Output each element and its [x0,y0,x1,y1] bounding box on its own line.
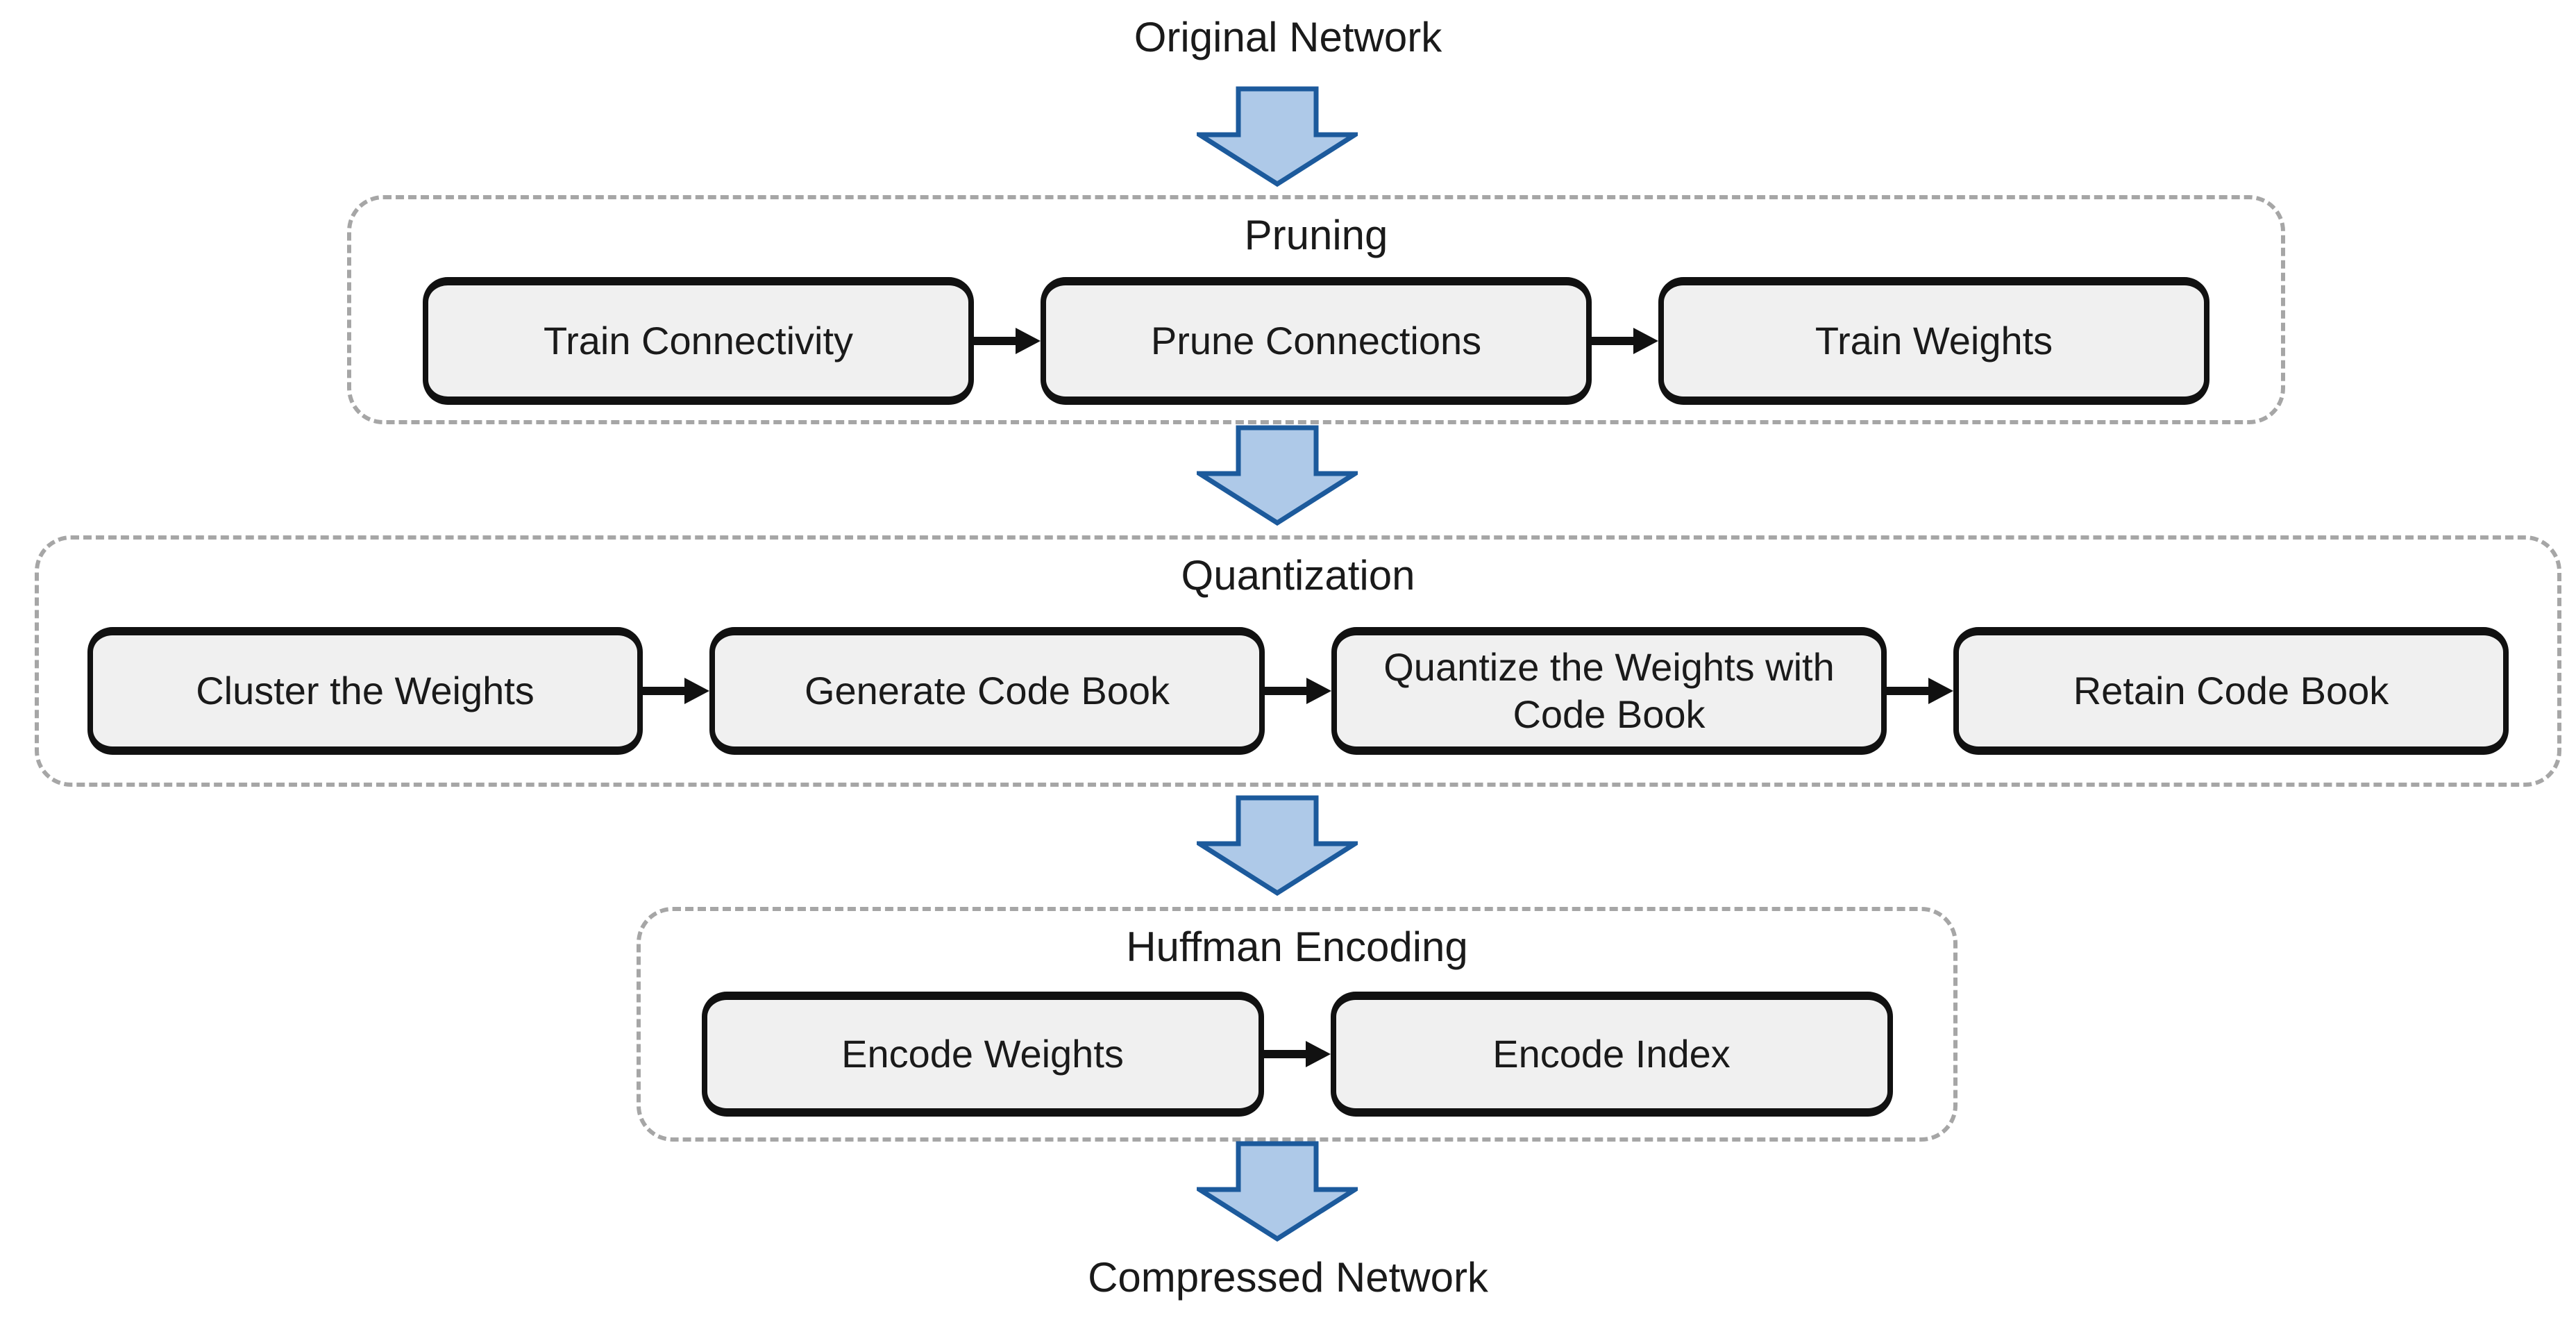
huffman-encoding-section: Huffman Encoding Encode Weights Encode I… [637,907,1958,1142]
pruning-section: Pruning Train Connectivity Prune Connect… [347,195,2285,424]
node-encode-weights: Encode Weights [701,992,1264,1117]
flow-arrow-icon [1592,328,1658,354]
node-quantize-the-weights-with-code-book: Quantize the Weights with Code Book [1331,627,1887,755]
pruning-section-title: Pruning [1244,212,1388,258]
pruning-steps-row: Train Connectivity Prune Connections Tra… [423,277,2209,405]
flow-arrow-icon [643,678,709,704]
down-arrow-icon [1197,86,1358,187]
node-train-connectivity: Train Connectivity [423,277,974,405]
down-arrow-icon [1197,425,1358,526]
down-arrow-icon [1197,795,1358,896]
node-cluster-the-weights: Cluster the Weights [87,627,643,755]
node-retain-code-book: Retain Code Book [1953,627,2509,755]
node-encode-index: Encode Index [1330,992,1893,1117]
flow-arrow-icon [974,328,1041,354]
flow-arrow-icon [1887,678,1953,704]
node-train-weights: Train Weights [1658,277,2209,405]
flow-arrow-icon [1263,1041,1331,1067]
quantization-section: Quantization Cluster the Weights Generat… [35,535,2561,787]
node-prune-connections: Prune Connections [1041,277,1592,405]
quantization-steps-row: Cluster the Weights Generate Code Book Q… [87,627,2509,755]
quantization-section-title: Quantization [1181,552,1415,599]
flow-arrow-icon [1265,678,1331,704]
huffman-encoding-section-title: Huffman Encoding [1126,924,1468,970]
down-arrow-icon [1197,1141,1358,1242]
original-network-label: Original Network [1134,14,1442,60]
compressed-network-label: Compressed Network [1088,1254,1488,1301]
node-generate-code-book: Generate Code Book [709,627,1265,755]
huffman-steps-row: Encode Weights Encode Index [701,992,1893,1117]
